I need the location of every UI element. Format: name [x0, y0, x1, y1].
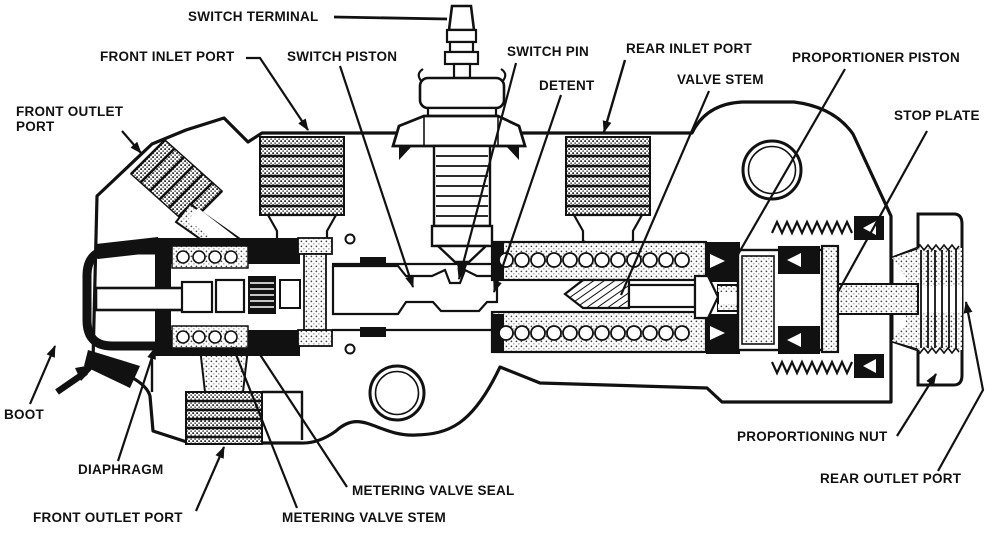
front-inlet-port-threads	[259, 136, 345, 249]
label-valve-stem: VALVE STEM	[677, 72, 764, 87]
piston-spring-upper	[490, 240, 740, 282]
label-metering-valve-seal: METERING VALVE SEAL	[352, 483, 515, 498]
metering-spring-coils	[176, 250, 238, 344]
label-stop-plate: STOP PLATE	[894, 108, 980, 123]
leader-lines	[28, 15, 985, 512]
label-switch-piston: SWITCH PISTON	[287, 49, 398, 64]
label-front-outlet-port-top: FRONT OUTLET PORT	[16, 104, 124, 135]
casting-hole-upper	[741, 139, 803, 201]
label-proportioner-piston: PROPORTIONER PISTON	[792, 50, 961, 65]
boot-bold-arrowhead	[75, 364, 97, 381]
label-switch-pin: SWITCH PIN	[507, 44, 589, 59]
metering-valve-assembly	[94, 233, 356, 356]
proportioning-nut-part	[770, 212, 964, 387]
label-diaphragm: DIAPHRAGM	[78, 462, 164, 477]
switch-terminal-part	[443, 4, 480, 80]
label-front-outlet-port-bottom: FRONT OUTLET PORT	[33, 510, 183, 525]
label-proportioning-nut: PROPORTIONING NUT	[737, 429, 888, 444]
boot-shape	[82, 237, 168, 388]
label-detent: DETENT	[539, 78, 595, 93]
label-metering-valve-stem: METERING VALVE STEM	[282, 510, 447, 525]
proportioner-piston-assembly	[736, 244, 840, 354]
metering-valve-stem-part	[94, 286, 186, 312]
label-switch-terminal: SWITCH TERMINAL	[188, 9, 319, 24]
switch-assembly	[391, 4, 527, 279]
proportioner-rod	[837, 283, 919, 315]
casting-hole-lower	[368, 364, 426, 422]
label-rear-inlet-port: REAR INLET PORT	[626, 41, 753, 56]
label-front-inlet-port: FRONT INLET PORT	[100, 49, 235, 64]
metering-valve-seal-part	[248, 276, 276, 314]
piston-spring-lower	[490, 310, 740, 354]
label-rear-outlet-port: REAR OUTLET PORT	[820, 471, 962, 486]
stop-plate-part	[820, 244, 840, 354]
retainer-i-beam	[297, 237, 333, 347]
label-boot: BOOT	[4, 407, 44, 422]
